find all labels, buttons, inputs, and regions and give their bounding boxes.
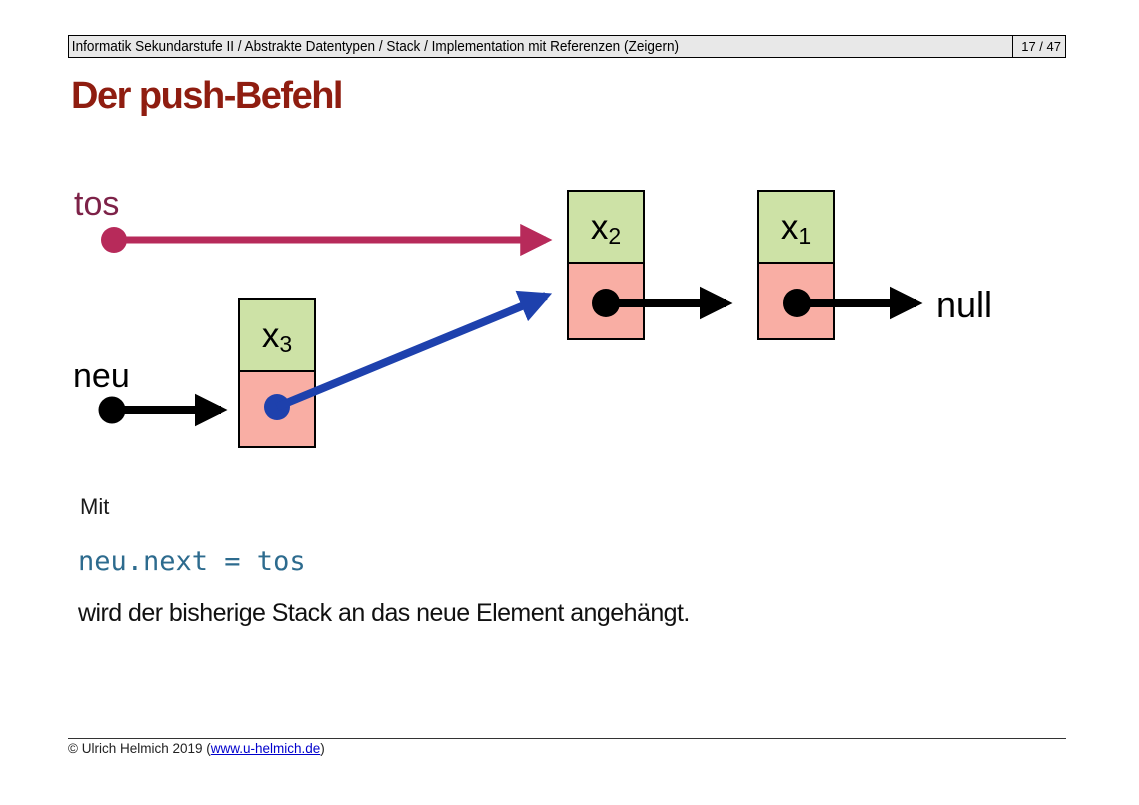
neu-pointer-arrow <box>98 393 228 427</box>
node-x2-label: x2 <box>590 207 622 249</box>
node-x2-value-cell: x2 <box>567 190 645 264</box>
neu-label: neu <box>73 357 130 395</box>
tos-pointer-arrow <box>101 223 553 257</box>
stack-node-x2: x2 <box>567 190 645 340</box>
footer-link[interactable]: www.u-helmich.de <box>210 741 321 756</box>
footer-divider <box>68 738 1066 739</box>
intro-text: Mit <box>80 494 110 519</box>
stack-node-x1: x1 <box>757 190 835 340</box>
node-x1-label: x1 <box>780 207 812 249</box>
node-x3-label: x3 <box>261 315 293 357</box>
code-statement: neu.next = tos <box>78 546 306 577</box>
node-x1-value-cell: x1 <box>757 190 835 264</box>
stack-node-x3: x3 <box>238 298 316 448</box>
header-bar: Informatik Sekundarstufe II / Abstrakte … <box>68 35 1066 58</box>
node-x3-pointer-cell <box>238 372 316 448</box>
footer-copyright: © Ulrich Helmich 2019 (www.u-helmich.de) <box>68 741 325 756</box>
page-title: Der push-Befehl <box>71 75 343 117</box>
tos-label: tos <box>74 185 120 223</box>
node-x3-value-cell: x3 <box>238 298 316 372</box>
null-label: null <box>936 284 993 325</box>
breadcrumb: Informatik Sekundarstufe II / Abstrakte … <box>71 38 680 55</box>
node-x2-pointer-cell <box>567 264 645 340</box>
page-indicator: 17 / 47 <box>1012 36 1065 57</box>
node-x1-pointer-cell <box>757 264 835 340</box>
explanation-text: wird der bisherige Stack an das neue Ele… <box>78 599 690 627</box>
